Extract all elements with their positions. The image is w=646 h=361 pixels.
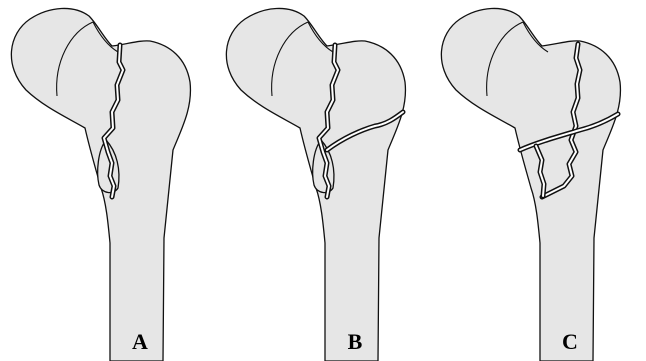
panel-label-a: A bbox=[132, 329, 148, 354]
panel-a: A bbox=[11, 8, 190, 361]
femur-c-outline bbox=[441, 8, 620, 361]
panel-c: C bbox=[441, 8, 620, 361]
panel-b: B bbox=[226, 8, 405, 361]
panel-label-b: B bbox=[348, 329, 363, 354]
panel-label-c: C bbox=[562, 329, 578, 354]
